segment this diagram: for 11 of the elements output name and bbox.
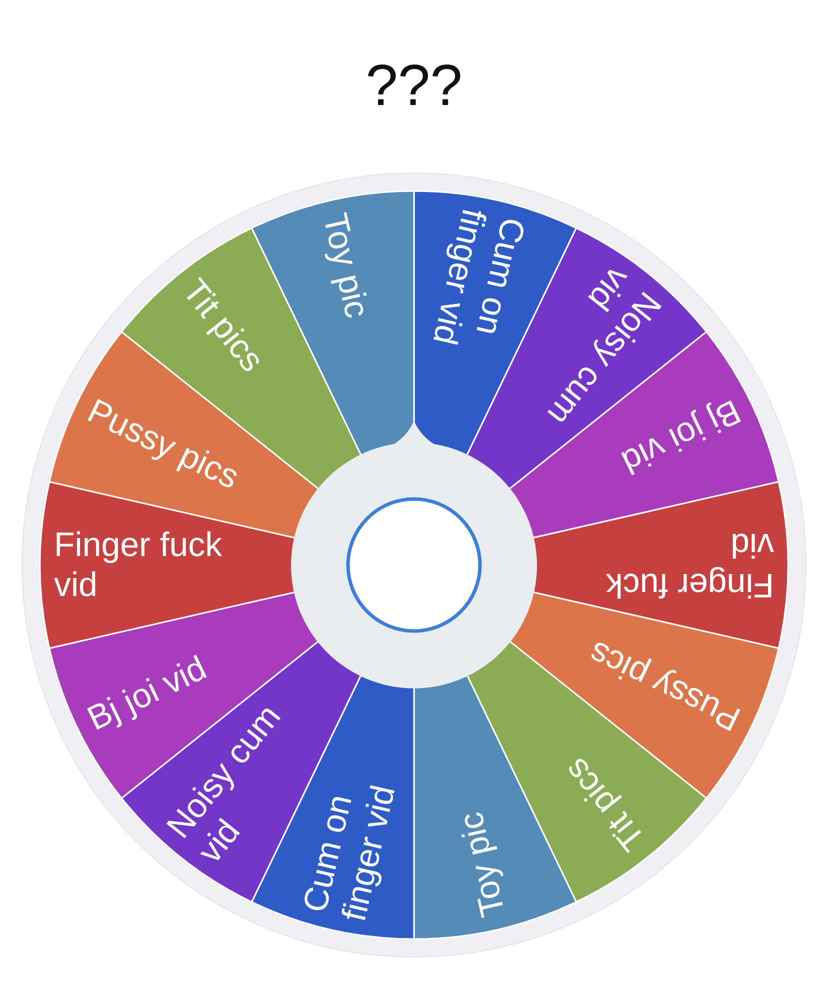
segment-label: Bj joi vid (80, 648, 213, 740)
segment-label: Cum on finger vid (294, 780, 404, 925)
title: ??? (364, 52, 464, 120)
segment-label: Tit pics (174, 271, 272, 380)
segment-label: Toy pic (314, 210, 377, 323)
segment-label: Finger fuck vid (54, 525, 224, 605)
segment-label: Tit pics (556, 750, 654, 859)
segment-label: Finger fuck vid (604, 525, 774, 605)
segment-label: Bj joi vid (615, 390, 748, 482)
segment-label: Cum on finger vid (424, 205, 534, 350)
segment-label: Toy pic (451, 808, 514, 920)
